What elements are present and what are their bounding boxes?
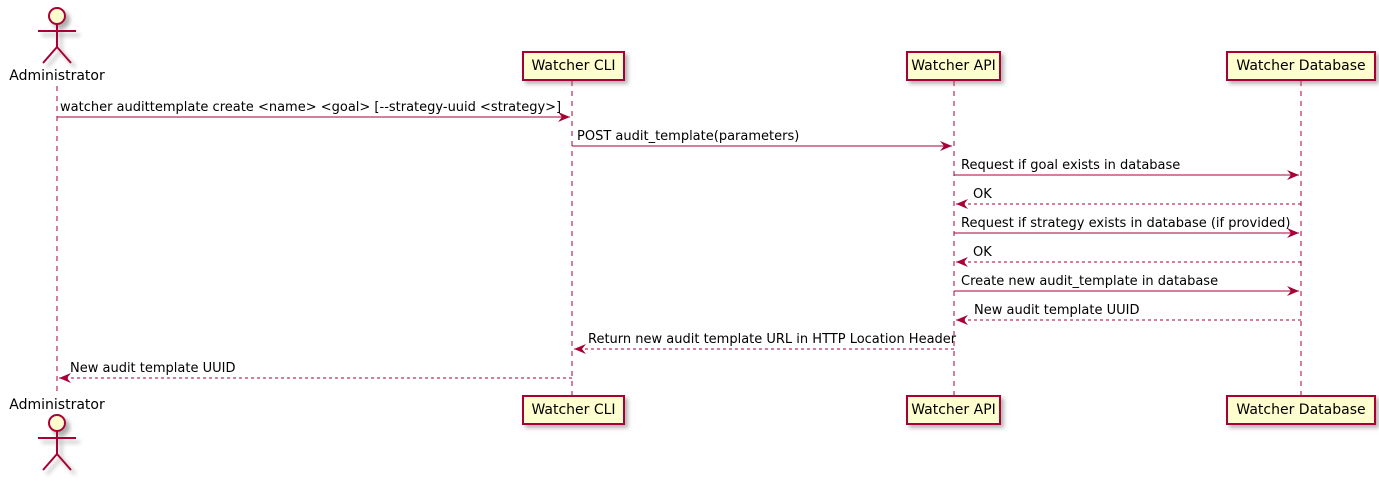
participant-box-watcher-database-bottom: Watcher Database [1226,395,1376,425]
actor-label-administrator-bottom: Administrator [9,397,105,413]
participant-box-watcher-api-top: Watcher API [906,51,1001,81]
message-label-6: OK [973,245,992,260]
actor-label-administrator-top: Administrator [9,68,105,84]
actor-icon-administrator-bottom [38,414,76,471]
message-label-2: POST audit_template(parameters) [577,129,800,144]
message-label-1: watcher audittemplate create <name> <goa… [60,100,562,115]
participant-box-watcher-api-bottom: Watcher API [906,395,1001,425]
participant-box-watcher-database-top: Watcher Database [1226,51,1376,81]
message-label-7: Create new audit_template in database [961,274,1219,289]
message-label-9: Return new audit template URL in HTTP Lo… [588,332,957,347]
participant-box-watcher-cli-bottom: Watcher CLI [522,395,625,425]
participant-box-watcher-cli-top: Watcher CLI [522,51,625,81]
message-label-10: New audit template UUID [70,361,236,376]
message-label-3: Request if goal exists in database [961,158,1181,173]
message-label-4: OK [973,187,992,202]
message-label-8: New audit template UUID [974,303,1140,318]
actor-icon-administrator-top [38,7,76,64]
message-label-5: Request if strategy exists in database (… [961,216,1291,231]
